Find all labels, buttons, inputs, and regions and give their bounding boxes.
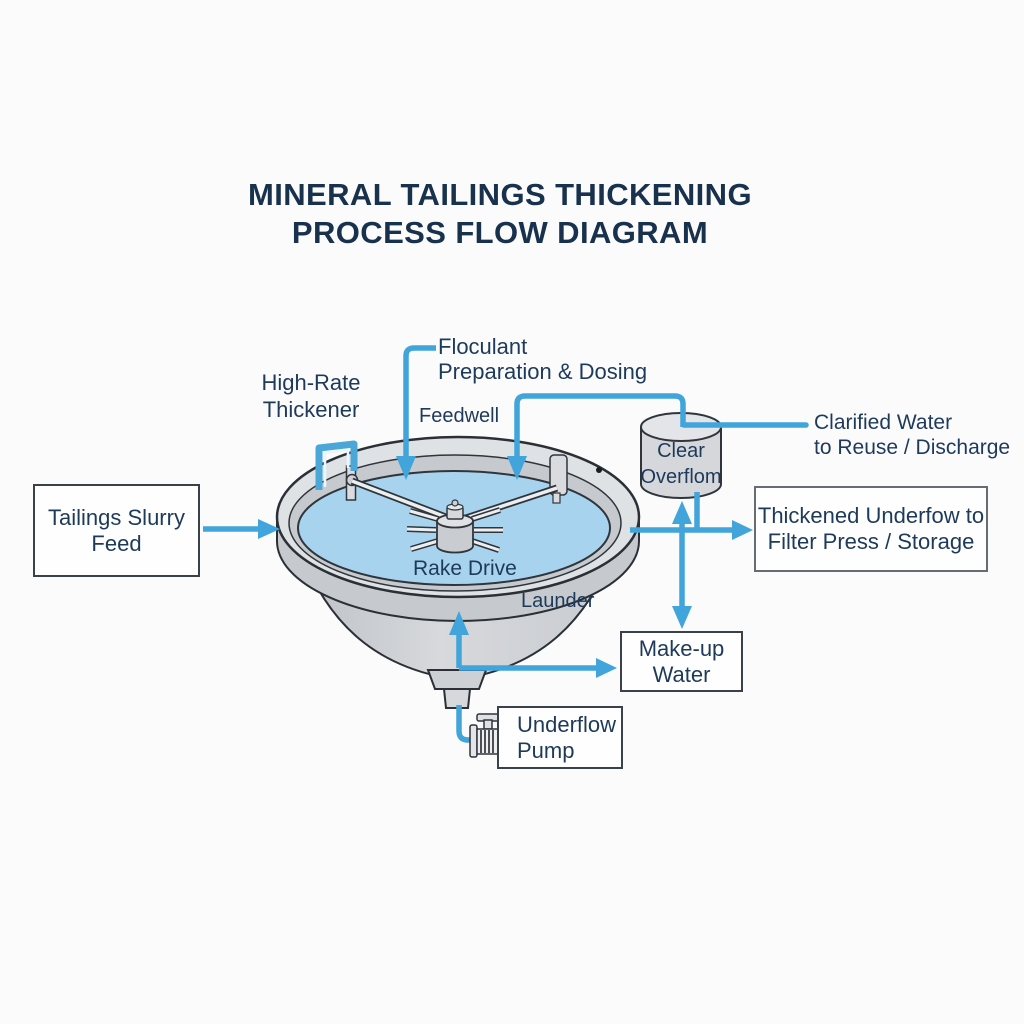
tank-spout [442, 688, 472, 709]
right-post-stem [552, 492, 561, 504]
label-clarified-water: Clarified Water to Reuse / Discharge [814, 411, 1011, 459]
node-tailings-slurry-feed: Tailings Slurry Feed [33, 484, 200, 577]
rim-dot [596, 467, 602, 473]
arrow-tailings-to-tank [203, 519, 280, 539]
page-title-line2: PROCESS FLOW DIAGRAM [291, 215, 709, 250]
feed-bracket-icon [315, 440, 358, 490]
label-clear-overflow: Clear Overflom [640, 440, 722, 488]
flow-lines-over [507, 393, 809, 530]
arrow-up-into-cone [449, 611, 469, 668]
label-feedwell: Feedwell [419, 405, 500, 427]
arrow-dosing-feedwell [507, 393, 686, 480]
page-title: MINERAL TAILINGS THICKENING PROCESS FLOW… [90, 176, 910, 252]
label-rake-drive: Rake Drive [413, 557, 517, 580]
arrow-to-makeup-water [459, 658, 617, 678]
line-underflow-to-pump [456, 705, 473, 743]
rake-paddles [406, 507, 503, 553]
left-arm [351, 479, 452, 521]
label-high-rate-thickener: High-Rate Thickener [261, 370, 361, 422]
rake-drive-hub [436, 499, 474, 554]
rake-mechanism [315, 440, 568, 554]
page-title-line1: MINERAL TAILINGS THICKENING [248, 177, 752, 212]
label-launder: Launder [521, 590, 595, 612]
arrow-flocculant-to-tank [396, 345, 436, 480]
tank-collar [426, 669, 488, 690]
flow-lines [203, 345, 753, 743]
arrow-overflow-makeup [672, 501, 692, 629]
node-makeup-water: Make-up Water [620, 631, 743, 692]
node-thickened-underflow: Thickened Underfow to Filter Press / Sto… [754, 486, 988, 572]
node-underflow-pump: Underflow Pump [497, 706, 623, 769]
label-flocculant-dosing: Floculant Preparation & Dosing [438, 334, 648, 384]
